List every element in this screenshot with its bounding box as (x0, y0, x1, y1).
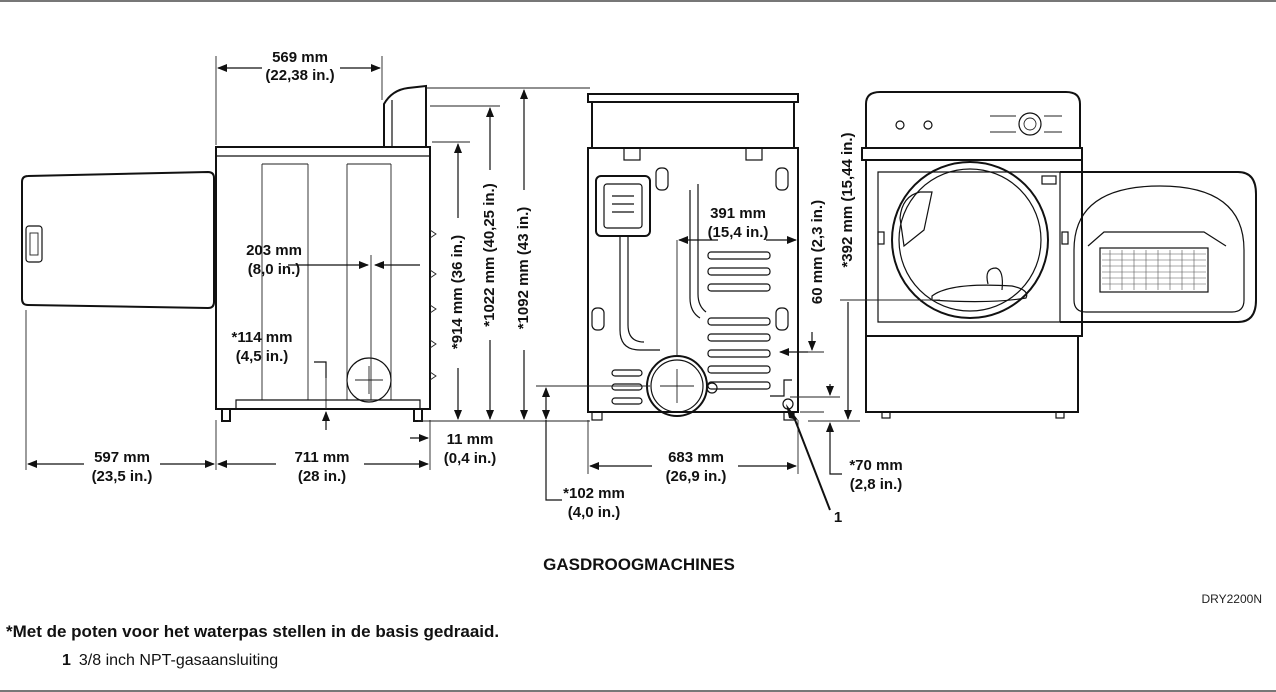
dim-914: *914 mm (36 in.) (449, 235, 466, 349)
rear-vent-slots (611, 251, 771, 405)
side-door (21, 170, 215, 310)
diagram-title: GASDROOGMACHINES (543, 555, 735, 574)
legend-item: 1 3/8 inch NPT-gasaansluiting (62, 652, 278, 670)
dim-392: *392 mm (15,44 in.) (839, 132, 856, 267)
dim-711-mm: 711 mm (294, 449, 349, 466)
dim-569-in: (22,38 in.) (265, 67, 334, 84)
side-cabinet (215, 84, 437, 422)
dim-203-mm: 203 mm (246, 242, 302, 259)
callout-1: 1 (834, 509, 842, 526)
dim-391-in: (15,4 in.) (708, 224, 769, 241)
front-view: *392 mm (15,44 in.) (838, 91, 1257, 420)
legend-number: 1 (62, 652, 71, 669)
dim-70-mm: *70 mm (849, 457, 902, 474)
legend-text: 3/8 inch NPT-gasaansluiting (78, 652, 279, 669)
dim-391-mm: 391 mm (710, 205, 766, 222)
footnote: *Met de poten voor het waterpas stellen … (6, 622, 500, 641)
rear-view: 391 mm (15,4 in.) 60 mm (2,3 in.) 683 mm… (536, 93, 903, 526)
dim-597-mm: 597 mm (94, 449, 150, 466)
dim-60: 60 mm (2,3 in.) (809, 200, 826, 304)
dim-683-mm: 683 mm (668, 449, 724, 466)
dim-1022: *1022 mm (40,25 in.) (481, 183, 498, 326)
dim-70-in: (2,8 in.) (850, 476, 903, 493)
drawing-code: DRY2200N (1202, 592, 1262, 606)
dim-114-mm: *114 mm (232, 329, 293, 346)
dim-203-in: (8,0 in.) (248, 261, 301, 278)
dim-569-mm: 569 mm (272, 49, 328, 66)
dim-102-in: (4,0 in.) (568, 504, 621, 521)
dim-102-mm: *102 mm (563, 485, 625, 502)
dim-11-mm: 11 mm (447, 431, 494, 448)
dim-11-in: (0,4 in.) (444, 450, 497, 467)
dim-711-in: (28 in.) (298, 468, 346, 485)
dim-114-in: (4,5 in.) (236, 348, 289, 365)
dim-683-in: (26,9 in.) (666, 468, 727, 485)
dim-1092: *1092 mm (43 in.) (515, 207, 532, 330)
side-view: 569 mm (22,38 in.) 203 mm (8,0 in.) *114… (21, 49, 590, 485)
dim-597-in: (23,5 in.) (92, 468, 153, 485)
